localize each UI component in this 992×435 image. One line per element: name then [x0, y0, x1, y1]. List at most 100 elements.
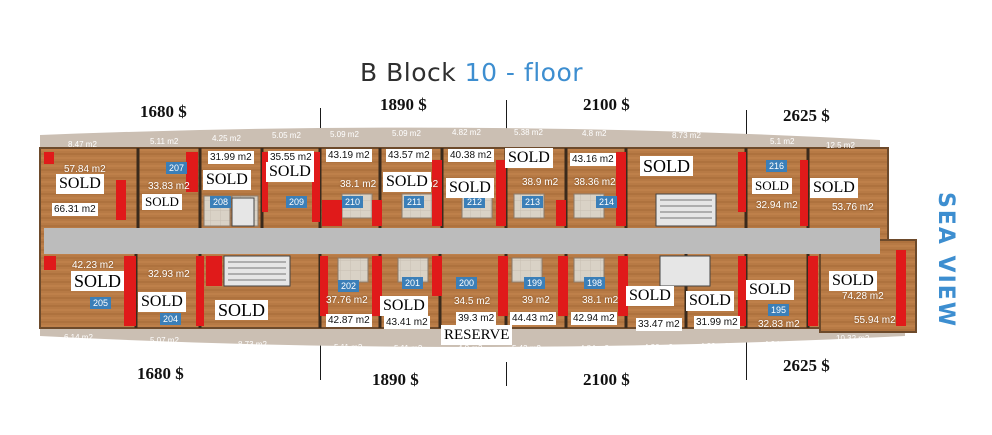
stairwell-bottom	[223, 255, 711, 287]
zone-divider	[320, 108, 321, 138]
status-label: SOLD	[266, 162, 314, 182]
balcony-area: 4.25 m2	[212, 134, 241, 143]
unit-area: 33.47 m2	[636, 318, 682, 331]
balcony-area: 4.8 m2	[458, 344, 483, 353]
unit-area: 32.93 m2	[148, 269, 190, 280]
unit-number: 208	[210, 196, 232, 208]
unit-number: 210	[342, 196, 364, 208]
zone-divider	[320, 340, 321, 380]
unit-area: 40.38 m2	[448, 149, 494, 162]
unit-number: 195	[768, 304, 790, 316]
stairwell-top	[231, 193, 717, 227]
unit-area: 34.5 m2	[454, 296, 491, 307]
balcony-area: 5.09 m2	[392, 129, 421, 138]
unit-area: 35.55 m2	[268, 151, 314, 164]
unit-area: 57.84 m2	[64, 164, 106, 175]
balcony-area: 4.34 m2	[764, 340, 793, 349]
status-label: SOLD	[640, 156, 694, 176]
balcony-area: 4.84 m2	[580, 344, 609, 353]
unit-number: 214	[596, 196, 618, 208]
unit-area: 39.3 m2	[456, 312, 497, 325]
status-label: SOLD	[138, 292, 186, 312]
balcony-area: 5.07 m2	[150, 336, 179, 345]
unit-area: 33.83 m2	[148, 181, 190, 192]
unit-area: 32.94 m2	[756, 200, 798, 211]
status-label: SOLD	[746, 280, 794, 300]
balcony-area: 8.73 m2	[238, 340, 267, 349]
status-label: SOLD	[446, 178, 494, 198]
unit-number: 216	[766, 160, 788, 172]
zone-divider	[746, 340, 747, 380]
status-label-reserved: RESERVE	[441, 325, 513, 345]
unit-area: 32.83 m2	[758, 319, 800, 330]
unit-area: 38.36 m2	[574, 177, 616, 188]
balcony-area: 5.05 m2	[272, 131, 301, 140]
status-label: SOLD	[505, 148, 553, 168]
unit-area: 37.76 m2	[326, 295, 368, 306]
status-label: SOLD	[626, 286, 674, 306]
status-label: SOLD	[203, 170, 251, 190]
balcony-area: 5.43 m2	[512, 344, 541, 353]
plan-title: B Block 10 - floor	[360, 58, 583, 87]
unit-area: 42.23 m2	[72, 260, 114, 271]
unit-number: 207	[166, 162, 188, 174]
price-top-4: 2625 $	[783, 106, 830, 125]
balcony-area: 4.8 m2	[582, 129, 607, 138]
balcony-area: 5.11 m2	[394, 344, 423, 353]
unit-number: 212	[464, 196, 486, 208]
floor-name: 10 - floor	[464, 58, 584, 87]
balcony-strip-top	[40, 127, 880, 152]
balcony-area: 12.5 m2	[826, 141, 855, 150]
balcony-area: 6.14 m2	[64, 333, 93, 342]
unit-area: 42.87 m2	[326, 314, 372, 327]
unit-number: 199	[524, 277, 546, 289]
unit-number: 213	[522, 196, 544, 208]
unit-area: 53.76 m2	[832, 202, 874, 213]
unit-area: 38.1 m2	[340, 179, 377, 190]
status-label: SOLD	[810, 178, 858, 198]
unit-area: 44.43 m2	[510, 312, 556, 325]
status-label: SOLD	[215, 300, 269, 320]
balcony-area: 10.32 m2	[836, 334, 870, 343]
balcony-area: 8.47 m2	[68, 140, 97, 149]
unit-number: 209	[286, 196, 308, 208]
balcony-area: 5.38 m2	[514, 128, 543, 137]
balcony-area: 4.23 m2	[700, 342, 729, 351]
status-label: SOLD	[383, 172, 431, 192]
unit-area: 43.16 m2	[570, 153, 616, 166]
unit-number: 201	[402, 277, 424, 289]
zone-divider	[506, 362, 507, 386]
price-bottom-2: 1890 $	[372, 370, 419, 389]
unit-number: 205	[90, 297, 112, 309]
unit-area: 39 m2	[522, 295, 550, 306]
unit-area: 55.94 m2	[854, 315, 896, 326]
balcony-area: 5.11 m2	[150, 137, 179, 146]
unit-area: 38.9 m2	[522, 177, 559, 188]
balcony-area: 8.73 m2	[672, 131, 701, 140]
status-label: SOLD	[142, 194, 182, 210]
unit-area: 31.99 m2	[208, 151, 254, 164]
zone-divider	[506, 100, 507, 138]
status-label: SOLD	[380, 296, 428, 316]
price-top-1: 1680 $	[140, 102, 187, 121]
status-label: SOLD	[829, 271, 877, 291]
price-bottom-3: 2100 $	[583, 370, 630, 389]
unit-area: 38.1 m2	[582, 295, 619, 306]
balcony-area: 5.09 m2	[330, 130, 359, 139]
sea-view-label: SEA VIEW	[933, 192, 958, 329]
zone-divider	[746, 110, 747, 150]
unit-number: 202	[338, 280, 360, 292]
status-label: SOLD	[71, 271, 125, 291]
unit-area: 42.94 m2	[571, 312, 617, 325]
balcony-area: 5.11 m2	[334, 343, 363, 352]
unit-area: 31.99 m2	[694, 316, 740, 329]
unit-area: 43.19 m2	[326, 149, 372, 162]
price-bottom-1: 1680 $	[137, 364, 184, 383]
unit-number: 198	[584, 277, 606, 289]
unit-number: 200	[456, 277, 478, 289]
status-label: SOLD	[686, 291, 734, 311]
price-top-2: 1890 $	[380, 95, 427, 114]
status-label: SOLD	[56, 174, 104, 194]
unit-number: 211	[404, 196, 425, 208]
